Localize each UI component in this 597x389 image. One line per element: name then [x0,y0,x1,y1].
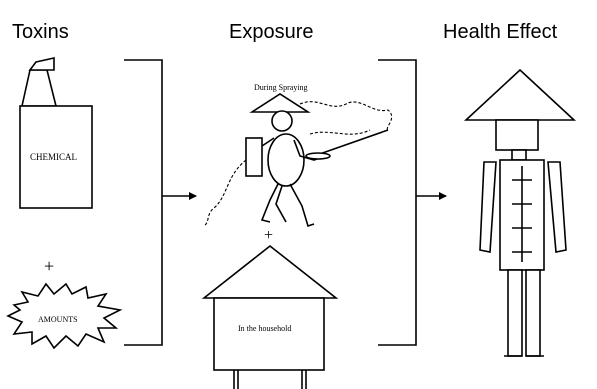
plus-toxins: + [44,256,54,276]
chemical-label: CHEMICAL [30,152,77,162]
household-label: In the household [238,324,291,333]
header-exposure: Exposure [229,21,314,43]
exposure-bracket [378,60,416,345]
sprayer-person-icon [246,94,388,226]
amounts-label: AMOUNTS [38,315,78,324]
standing-person-icon [466,70,574,356]
header-toxins: Toxins [12,21,69,43]
spray-drift-mid [310,130,370,134]
toxins-bracket [124,60,162,345]
during-spraying-label: During Spraying [254,83,308,92]
chemical-bag-icon [20,58,92,208]
header-health-effect: Health Effect [443,21,558,43]
house-icon [204,246,336,389]
spray-drift-top [300,102,392,130]
plus-exposure: + [264,227,273,244]
spray-drift-left [204,160,246,226]
